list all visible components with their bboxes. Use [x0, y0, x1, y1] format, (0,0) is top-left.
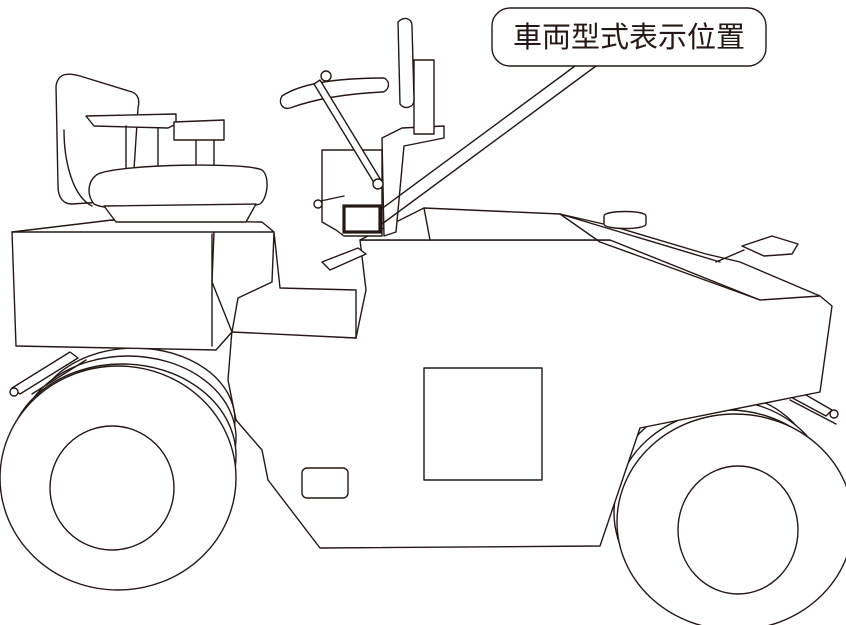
callout-label: 車両型式表示位置 — [513, 20, 745, 54]
front-tire — [613, 391, 846, 625]
machine-body — [11, 207, 833, 549]
operator-seat — [55, 73, 268, 223]
callout-bubble: 車両型式表示位置 — [491, 7, 767, 67]
rear-fender-bars — [9, 351, 87, 397]
callout-leader-lines — [379, 65, 597, 225]
mirror-bracket — [715, 235, 799, 263]
type-plate-marker — [342, 204, 382, 234]
rear-tire — [0, 347, 237, 591]
